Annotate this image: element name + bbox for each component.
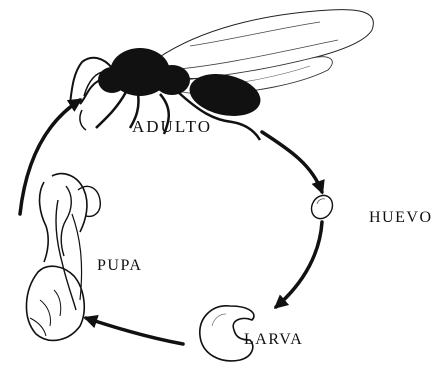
adult-label: ADULTO [132,117,212,137]
arrow-larva-to-pupa [86,318,183,344]
egg-label: HUEVO [369,209,433,227]
larva-label: LARVA [244,331,303,349]
egg-illustration [308,192,337,223]
pupa-label: PUPA [97,257,142,275]
pupa-illustration [26,174,100,341]
arrow-egg-to-larva [276,222,322,307]
adult-wasp-illustration [70,10,373,140]
arrow-adult-to-egg [262,132,322,192]
